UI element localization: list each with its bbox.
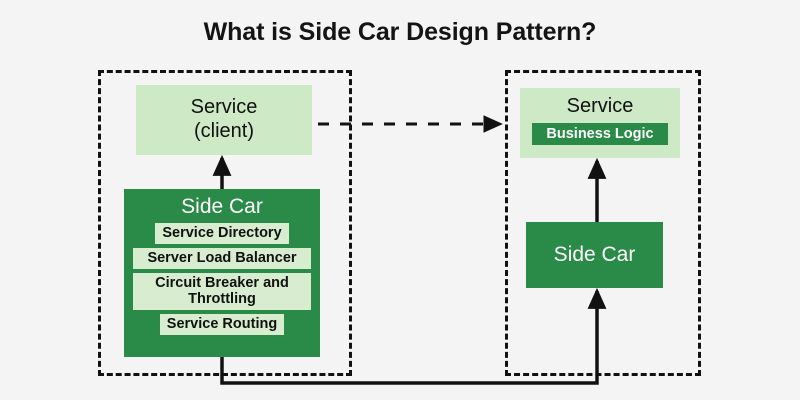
service-client-label: Service (client) xyxy=(191,96,258,143)
sidecar-feature-service-routing: Service Routing xyxy=(159,313,285,335)
sidecar-feature-circuit-breaker: Circuit Breaker and Throttling xyxy=(133,272,311,310)
sidecar-feature-server-load-balancer: Server Load Balancer xyxy=(133,247,311,269)
page-title: What is Side Car Design Pattern? xyxy=(203,18,597,46)
sidecar-remote-box: Side Car xyxy=(526,222,663,288)
service-client-box: Service (client) xyxy=(136,85,312,155)
service-remote-label: Service xyxy=(566,95,634,117)
sidecar-remote-heading: Side Car xyxy=(553,243,636,266)
sidecar-client-heading: Side Car xyxy=(181,195,263,218)
service-client-line1: Service xyxy=(190,96,258,119)
business-logic-box: Business Logic xyxy=(532,123,668,145)
sidecar-feature-service-directory: Service Directory xyxy=(155,223,289,244)
service-client-line2: (client) xyxy=(193,120,254,142)
service-remote-box: Service Business Logic xyxy=(520,88,680,158)
sidecar-client-box: Side Car Service Directory Server Load B… xyxy=(124,189,320,357)
server-boundary-region xyxy=(505,70,701,376)
